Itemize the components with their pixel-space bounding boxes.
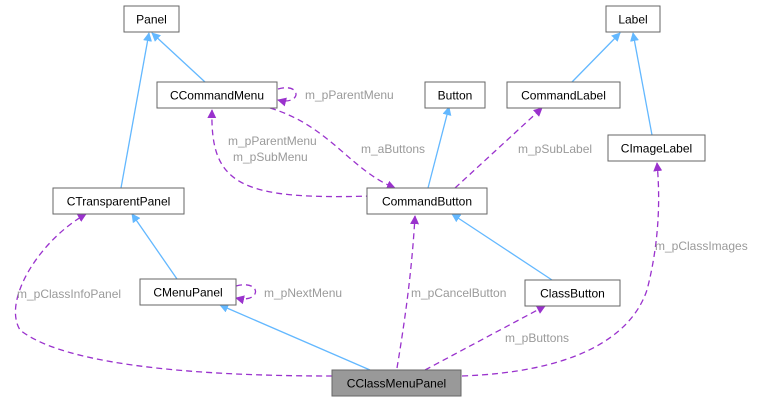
edge-commandbutton-to-ccommandmenu <box>207 109 373 198</box>
label-cancel-button: m_pCancelButton <box>411 286 506 300</box>
node-commandlabel-label: CommandLabel <box>521 89 606 103</box>
node-commandbutton[interactable]: CommandButton <box>366 187 488 215</box>
inheritance-edges <box>120 32 653 371</box>
label-a-buttons: m_aButtons <box>361 142 425 156</box>
node-ccommandmenu[interactable]: CCommandMenu <box>156 81 278 109</box>
node-cimagelabel-label: CImageLabel <box>621 142 692 156</box>
label-sub-menu: m_pSubMenu <box>233 150 308 164</box>
node-cimagelabel[interactable]: CImageLabel <box>607 134 706 162</box>
node-panel[interactable]: Panel <box>123 5 180 33</box>
node-commandlabel[interactable]: CommandLabel <box>506 81 621 109</box>
node-commandbutton-label: CommandButton <box>382 195 472 209</box>
label-next-menu: m_pNextMenu <box>264 286 342 300</box>
node-cmenupanel[interactable]: CMenuPanel <box>139 278 237 306</box>
node-ctransparentpanel[interactable]: CTransparentPanel <box>52 187 185 215</box>
node-cclassmenupanel-label: CClassMenuPanel <box>347 377 446 391</box>
node-cmenupanel-label: CMenuPanel <box>153 286 222 300</box>
edge-cclassmenupanel-to-cmenupanel <box>219 304 371 371</box>
edge-ctransparentpanel-to-panel <box>120 32 152 189</box>
node-ctransparentpanel-label: CTransparentPanel <box>67 195 171 209</box>
label-parent-menu: m_pParentMenu <box>228 134 317 148</box>
edge-cclassmenupanel-to-classbutton <box>424 305 546 371</box>
edge-ccommandmenu-to-panel <box>151 32 206 83</box>
usage-edges <box>14 87 663 377</box>
edge-cimagelabel-to-label <box>630 32 653 136</box>
node-cclassmenupanel[interactable]: CClassMenuPanel <box>331 369 462 397</box>
label-buttons: m_pButtons <box>505 331 569 345</box>
edge-commandlabel-to-label <box>571 32 621 83</box>
edge-cclassmenupanel-to-ctransparentpanel <box>14 213 333 377</box>
edge-commandbutton-to-button <box>427 106 452 189</box>
node-button[interactable]: Button <box>424 81 486 109</box>
edge-cmenupanel-to-ctransparentpanel <box>131 213 178 280</box>
label-parent-menu-self: m_pParentMenu <box>305 88 394 102</box>
node-panel-label: Panel <box>136 13 167 27</box>
edge-cmenupanel-self <box>235 284 256 305</box>
label-class-images: m_pClassImages <box>655 239 748 253</box>
edge-ccommandmenu-self <box>277 87 297 107</box>
node-label[interactable]: Label <box>605 5 661 33</box>
edge-labels: m_pParentMenu m_pParentMenu m_pSubMenu m… <box>17 88 748 345</box>
node-button-label: Button <box>438 89 473 103</box>
edge-classbutton-to-commandbutton <box>451 213 553 281</box>
edge-ccommandmenu-to-commandbutton <box>269 107 396 190</box>
node-classbutton[interactable]: ClassButton <box>524 279 621 307</box>
node-label-label: Label <box>618 13 647 27</box>
label-class-info-panel: m_pClassInfoPanel <box>17 287 121 301</box>
node-ccommandmenu-label: CCommandMenu <box>170 89 264 103</box>
node-classbutton-label: ClassButton <box>540 287 605 301</box>
edge-cclassmenupanel-to-cimagelabel <box>461 162 663 377</box>
label-sub-label: m_pSubLabel <box>518 142 592 156</box>
edge-cclassmenupanel-to-commandbutton <box>396 215 420 369</box>
